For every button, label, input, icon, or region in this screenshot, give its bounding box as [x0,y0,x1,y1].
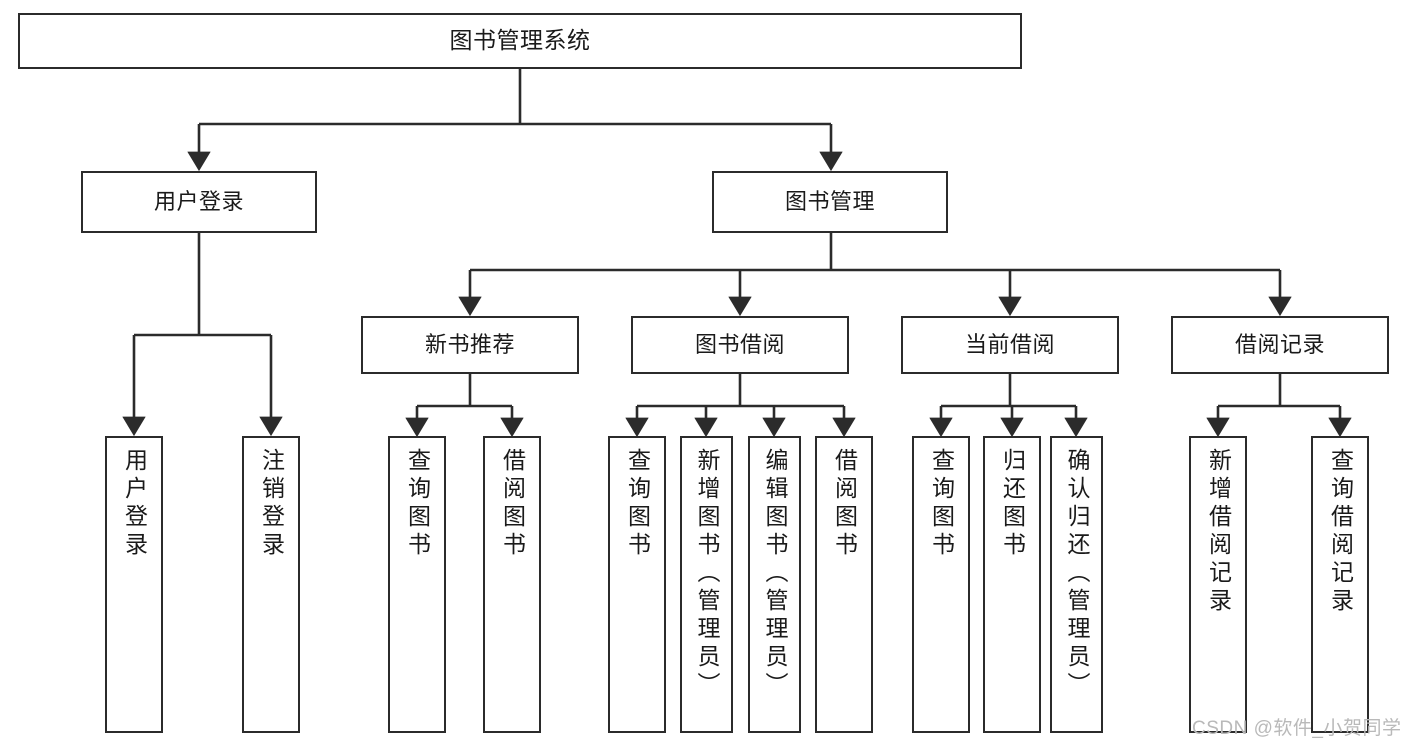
node-new-book-recommend[interactable]: 新书推荐 [361,316,579,374]
leaf-query-book-current[interactable]: 查询图书 [912,436,970,733]
leaf-borrow-book-label: 借阅图书 [831,448,858,560]
leaf-add-book-admin-label: 新增图书（管理员） [694,448,720,700]
leaf-query-book-recommend[interactable]: 查询图书 [388,436,446,733]
node-current-borrow-label: 当前借阅 [964,331,1055,357]
leaf-user-login-label: 用户登录 [121,448,148,560]
leaf-confirm-return-admin-label: 确认归还（管理员） [1064,448,1090,700]
csdn-watermark: CSDN @软件_小贺同学 [1192,718,1402,739]
leaf-add-borrow-record-label: 新增借阅记录 [1205,448,1232,616]
leaf-edit-book-admin[interactable]: 编辑图书（管理员） [748,436,801,733]
node-book-management[interactable]: 图书管理 [712,171,948,233]
leaf-query-book-current-label: 查询图书 [928,448,955,560]
leaf-borrow-book-recommend[interactable]: 借阅图书 [483,436,541,733]
node-book-management-label: 图书管理 [784,188,875,214]
node-book-borrow-label: 图书借阅 [694,331,785,357]
leaf-user-login[interactable]: 用户登录 [105,436,163,733]
leaf-query-book-recommend-label: 查询图书 [404,448,431,560]
leaf-query-book-borrow-label: 查询图书 [624,448,651,560]
leaf-logout[interactable]: 注销登录 [242,436,300,733]
leaf-add-borrow-record[interactable]: 新增借阅记录 [1189,436,1247,733]
node-user-login[interactable]: 用户登录 [81,171,317,233]
node-borrow-record[interactable]: 借阅记录 [1171,316,1389,374]
node-user-login-label: 用户登录 [153,188,244,214]
leaf-add-book-admin[interactable]: 新增图书（管理员） [680,436,733,733]
leaf-query-borrow-record[interactable]: 查询借阅记录 [1311,436,1369,733]
leaf-edit-book-admin-label: 编辑图书（管理员） [762,448,788,700]
leaf-borrow-book[interactable]: 借阅图书 [815,436,873,733]
node-root-label: 图书管理系统 [449,27,591,54]
node-book-borrow[interactable]: 图书借阅 [631,316,849,374]
leaf-confirm-return-admin[interactable]: 确认归还（管理员） [1050,436,1103,733]
leaf-logout-label: 注销登录 [258,448,285,560]
node-root[interactable]: 图书管理系统 [18,13,1022,69]
leaf-query-book-borrow[interactable]: 查询图书 [608,436,666,733]
leaf-borrow-book-recommend-label: 借阅图书 [499,448,526,560]
leaf-return-book[interactable]: 归还图书 [983,436,1041,733]
node-current-borrow[interactable]: 当前借阅 [901,316,1119,374]
leaf-return-book-label: 归还图书 [999,448,1026,560]
node-borrow-record-label: 借阅记录 [1234,331,1325,357]
node-new-book-recommend-label: 新书推荐 [424,331,515,357]
leaf-query-borrow-record-label: 查询借阅记录 [1327,448,1354,616]
